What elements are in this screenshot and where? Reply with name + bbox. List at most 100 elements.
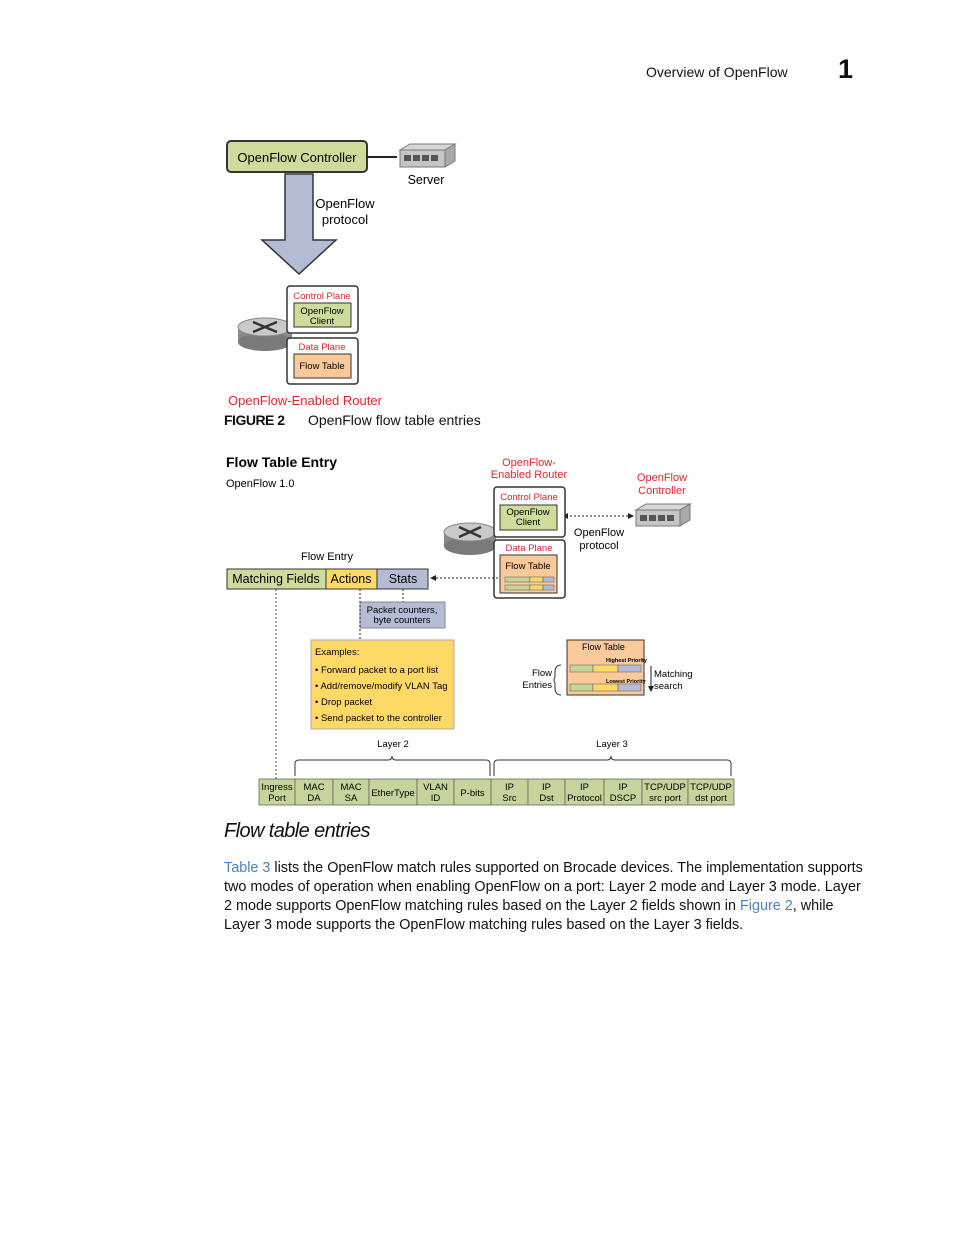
matching-label-2: search xyxy=(654,681,683,692)
field-label: EtherType xyxy=(371,788,414,799)
examples-box xyxy=(310,639,455,730)
field-label: Src xyxy=(502,793,517,804)
matching-fields-label: Matching Fields xyxy=(232,572,320,586)
body-paragraph: Table 3 lists the OpenFlow match rules s… xyxy=(224,859,864,935)
field-label: MAC xyxy=(303,782,324,793)
protocol-label-1: OpenFlow xyxy=(574,527,624,539)
lowest-priority-label: Lowest Priority xyxy=(606,679,647,685)
field-label: SA xyxy=(345,793,358,804)
flow-table-label: Flow Table xyxy=(505,561,550,572)
chapter-number: 1 xyxy=(838,54,854,84)
example-item: • Add/remove/modify VLAN Tag xyxy=(315,681,448,692)
field-cell: EtherType xyxy=(368,778,418,806)
example-item: • Drop packet xyxy=(315,697,373,708)
field-label: ID xyxy=(431,793,441,804)
protocol-label-2: protocol xyxy=(579,540,618,552)
controller-label: OpenFlow Controller xyxy=(237,150,357,165)
example-item: • Send packet to the controller xyxy=(315,713,442,724)
openflow-overview-diagram: OpenFlow Controller Server OpenFlow prot… xyxy=(226,140,457,408)
field-label: Port xyxy=(268,793,286,804)
layer3-label: Layer 3 xyxy=(596,739,628,750)
field-label: TCP/UDP xyxy=(690,782,732,793)
field-label: IP xyxy=(619,782,628,793)
figure-caption: OpenFlow flow table entries xyxy=(308,412,481,428)
client-label-2: Client xyxy=(310,316,335,327)
router-label-2: Enabled Router xyxy=(491,469,568,481)
field-label: MAC xyxy=(340,782,361,793)
router-label-1: OpenFlow- xyxy=(502,457,556,469)
router-icon xyxy=(237,317,293,351)
figure-label: FIGURE 2 xyxy=(224,412,285,428)
examples-title: Examples: xyxy=(315,647,359,658)
server-icon xyxy=(634,503,692,527)
field-label: P-bits xyxy=(460,788,485,799)
client-label-2: Client xyxy=(516,517,541,528)
matching-label-1: Matching xyxy=(654,669,693,680)
field-label: src port xyxy=(649,793,681,804)
protocol-arrow xyxy=(260,173,338,276)
flow-entries-label-1: Flow xyxy=(532,668,552,679)
flow-table-label: Flow Table xyxy=(299,361,344,372)
client-label-1: OpenFlow xyxy=(300,306,343,317)
flow-entry-label: Flow Entry xyxy=(301,551,353,563)
flow-table-entry-diagram: Flow Table Entry OpenFlow 1.0 OpenFlow- … xyxy=(226,454,735,806)
counters-label-1: Packet counters, xyxy=(367,605,438,616)
openflow-client-box xyxy=(293,302,352,328)
data-plane-label: Data Plane xyxy=(505,543,552,554)
openflow-client-box xyxy=(499,504,558,531)
highest-priority-label: Highest Priority xyxy=(606,658,648,664)
router-icon xyxy=(443,522,497,555)
field-label: Protocol xyxy=(567,793,602,804)
layer2-label: Layer 2 xyxy=(377,739,409,750)
counters-label-2: byte counters xyxy=(373,615,430,626)
field-label: IP xyxy=(505,782,514,793)
control-plane-label: Control Plane xyxy=(500,492,558,503)
layer3-brace xyxy=(493,755,732,776)
controller-label-2: Controller xyxy=(638,485,686,497)
field-label: DA xyxy=(307,793,321,804)
layer2-brace xyxy=(294,755,491,776)
protocol-label-1: OpenFlow xyxy=(315,196,375,211)
field-label: Dst xyxy=(539,793,554,804)
field-label: Ingress xyxy=(261,782,292,793)
flow-table-box xyxy=(293,353,352,379)
openflow-version: OpenFlow 1.0 xyxy=(226,478,294,490)
field-label: dst port xyxy=(695,793,727,804)
flow-entries-label-2: Entries xyxy=(522,680,552,691)
router-label: OpenFlow-Enabled Router xyxy=(228,393,383,408)
stats-label: Stats xyxy=(389,572,418,586)
controller-label-1: OpenFlow xyxy=(637,472,687,484)
section-title: Flow table entries xyxy=(224,820,371,842)
figure-2-link[interactable]: Figure 2 xyxy=(739,898,793,914)
field-label: TCP/UDP xyxy=(644,782,686,793)
legend-rows xyxy=(569,664,642,692)
field-label: IP xyxy=(542,782,551,793)
actions-label: Actions xyxy=(331,572,372,586)
client-label-1: OpenFlow xyxy=(506,507,549,518)
table-3-link[interactable]: Table 3 xyxy=(224,860,271,876)
control-plane-label: Control Plane xyxy=(293,291,351,302)
server-label: Server xyxy=(408,173,445,187)
ft-legend-title: Flow Table xyxy=(582,642,625,652)
example-item: • Forward packet to a port list xyxy=(315,665,439,676)
mini-flow-rows xyxy=(504,576,555,591)
paragraph-text-1: lists the OpenFlow match rules supported… xyxy=(224,860,863,914)
server-icon xyxy=(398,143,457,168)
running-header-title: Overview of OpenFlow xyxy=(646,64,788,80)
field-label: VLAN xyxy=(423,782,448,793)
protocol-label-2: protocol xyxy=(322,212,368,227)
flow-table-entry-title: Flow Table Entry xyxy=(226,454,337,470)
field-label: IP xyxy=(580,782,589,793)
field-cell: P-bits xyxy=(453,778,492,806)
